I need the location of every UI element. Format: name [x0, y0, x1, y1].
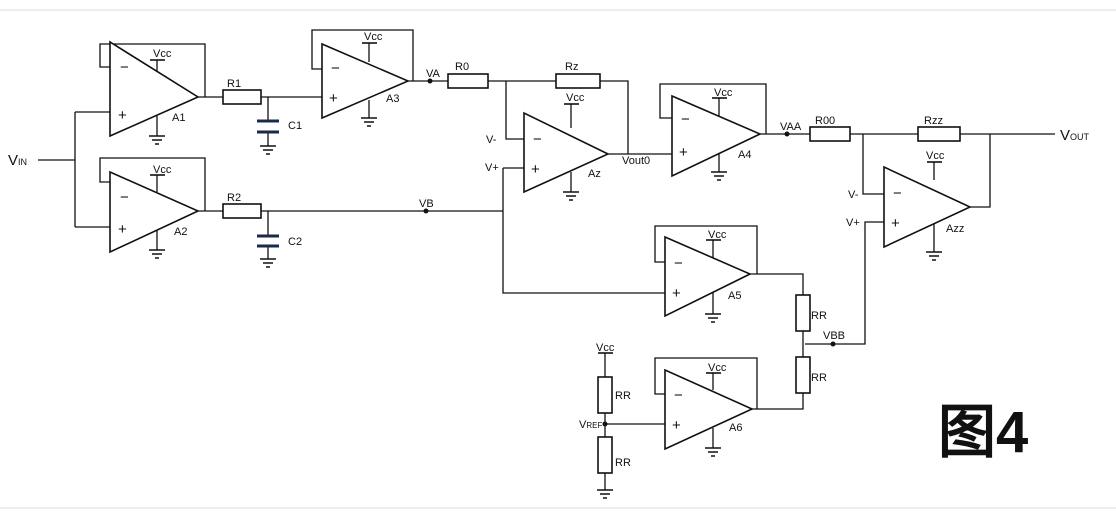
vcc-bars	[150, 42, 942, 374]
resistor-r1	[222, 89, 262, 105]
vref-label: VREF	[579, 419, 602, 431]
a1-plus-sign: +	[118, 107, 127, 124]
resistor-rzz	[917, 126, 961, 142]
r0-label: R0	[455, 61, 469, 73]
ground-symbols	[149, 117, 942, 499]
vcc-label-a3: Vcc	[364, 31, 383, 43]
azz-vminus-label: V-	[848, 189, 859, 201]
resistor-rr-lower	[795, 356, 811, 394]
opamp-a6	[664, 368, 754, 451]
opamp-a1	[109, 40, 200, 138]
azz-plus-sign: +	[891, 215, 900, 232]
node-vaa-label: VAA	[780, 121, 802, 133]
capacitor-c1	[257, 119, 279, 134]
a1-label: A1	[172, 112, 185, 124]
opamp-a3	[321, 42, 411, 120]
vcc-label-a5: Vcc	[708, 229, 727, 241]
resistor-rr-ref-top	[597, 376, 613, 414]
a2-label: A2	[174, 226, 187, 238]
a6-plus-sign: +	[672, 417, 681, 434]
a6-minus-sign: −	[674, 387, 683, 404]
vcc-label-a1: Vcc	[153, 48, 172, 60]
resistor-r0	[447, 73, 489, 89]
rr-upper-label: RR	[811, 310, 827, 322]
resistor-rz	[555, 73, 601, 89]
a3-plus-sign: +	[329, 90, 338, 107]
rr-ref-top-label: RR	[615, 390, 631, 402]
rr-lower-label: RR	[811, 372, 827, 384]
az-plus-sign: +	[531, 161, 540, 178]
junction-dots	[423, 78, 836, 427]
az-label: Az	[588, 168, 601, 180]
a3-label: A3	[386, 93, 399, 105]
resistor-r00	[809, 126, 851, 142]
opamp-a2	[109, 170, 200, 254]
a4-minus-sign: −	[681, 111, 690, 128]
vcc-label-az: Vcc	[566, 92, 585, 104]
r2-label: R2	[227, 192, 241, 204]
vcc-label-a6: Vcc	[708, 362, 727, 374]
opamp-az	[523, 111, 610, 194]
az-vminus-label: V-	[486, 134, 497, 146]
azz-vplus-label: V+	[846, 217, 860, 229]
r1-label: R1	[227, 78, 241, 90]
rr-ref-bottom-label: RR	[615, 457, 631, 469]
azz-label: Azz	[946, 223, 964, 235]
a5-minus-sign: −	[674, 255, 683, 272]
node-vbb-label: VBB	[823, 330, 845, 342]
a5-plus-sign: +	[672, 285, 681, 302]
figure-label: 图4	[938, 400, 1028, 465]
a2-plus-sign: +	[118, 221, 127, 238]
vout-label: VOUT	[1060, 127, 1090, 144]
rz-label: Rz	[565, 61, 578, 73]
vcc-label-azz: Vcc	[926, 150, 945, 162]
a2-minus-sign: −	[120, 189, 129, 206]
resistor-rr-upper	[795, 294, 811, 332]
resistor-r2	[222, 203, 262, 219]
vcc-label-ref: Vcc	[596, 342, 615, 354]
a4-plus-sign: +	[679, 144, 688, 161]
vin-label: VIN	[8, 152, 27, 169]
vcc-label-a4: Vcc	[714, 87, 733, 99]
node-va-label: VA	[426, 68, 441, 80]
a3-minus-sign: −	[331, 60, 340, 77]
rzz-label: Rzz	[924, 115, 943, 127]
a4-label: A4	[738, 149, 751, 161]
opamp-azz	[883, 165, 972, 249]
vcc-label-a2: Vcc	[153, 164, 172, 176]
resistor-rr-ref-bottom	[597, 436, 613, 474]
az-minus-sign: −	[533, 131, 542, 148]
az-vplus-label: V+	[485, 162, 499, 174]
node-vb-label: VB	[419, 198, 434, 210]
a6-label: A6	[729, 422, 742, 434]
c2-label: C2	[288, 236, 302, 248]
capacitor-c2	[257, 234, 279, 248]
a1-minus-sign: −	[120, 59, 129, 76]
r00-label: R00	[815, 115, 835, 127]
opamp-a4	[671, 94, 762, 178]
c1-label: C1	[288, 120, 302, 132]
a5-label: A5	[728, 290, 741, 302]
opamp-a5	[664, 235, 752, 318]
node-vout0-label: Vout0	[622, 155, 650, 167]
azz-minus-sign: −	[893, 185, 902, 202]
